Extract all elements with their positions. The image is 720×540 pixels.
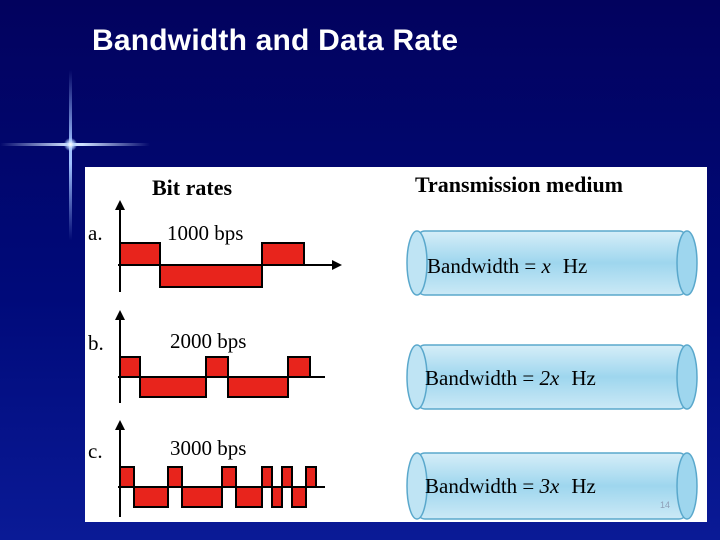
pipe-c [406,452,698,520]
row-c-rate: 3000 bps [170,436,246,460]
bit-b-5 [288,357,310,377]
bandwidth-figure: Bit rates Transmission medium a. 1000 bp… [88,172,698,520]
bandwidth-b-text: Bandwidth = 2x Hz [425,366,596,390]
bandwidth-b-prefix: Bandwidth = [425,366,540,390]
bit-c-5 [222,467,236,487]
row-a-rate: 1000 bps [167,221,243,245]
bit-b-1 [120,357,140,377]
row-b-signal [115,310,325,403]
bandwidth-a-prefix: Bandwidth = [427,254,542,278]
row-c-label: c. [88,439,103,463]
figure-panel: Bit rates Transmission medium a. 1000 bp… [85,167,707,522]
pipe-a [406,230,698,296]
bandwidth-b-value: 2x [540,366,561,390]
bandwidth-c-unit: Hz [571,474,596,498]
row-b-label: b. [88,331,104,355]
row-a-signal [115,200,342,292]
bit-c-1 [120,467,134,487]
signal-c-outline [119,466,317,508]
bit-b-2 [140,377,206,397]
sparkle-star-icon [64,138,77,151]
bit-c-2 [134,487,168,507]
bit-rates-header: Bit rates [152,175,232,200]
bandwidth-a-unit: Hz [563,254,588,278]
transmission-medium-header: Transmission medium [415,172,623,197]
row-c-signal [115,420,325,517]
bandwidth-a-value: x [541,254,552,278]
bit-c-3 [168,467,182,487]
signal-b-outline [119,356,311,398]
bit-a-1 [120,243,160,265]
pipe-b [406,344,698,410]
bit-c-11 [306,467,316,487]
bit-a-2 [160,265,262,287]
bandwidth-c-prefix: Bandwidth = [425,474,540,498]
bit-c-7 [262,467,272,487]
slide-title: Bandwidth and Data Rate [92,24,459,57]
bandwidth-b-unit: Hz [571,366,596,390]
bit-c-6 [236,487,262,507]
bit-c-10 [292,487,306,507]
bit-b-4 [228,377,288,397]
bandwidth-c-value: 3x [539,474,561,498]
bit-b-3 [206,357,228,377]
sparkle-decoration-vertical [69,70,72,240]
bandwidth-a-text: Bandwidth = x Hz [427,254,587,278]
row-a-label: a. [88,221,103,245]
bit-c-8 [272,487,282,507]
bit-a-3 [262,243,304,265]
row-b-rate: 2000 bps [170,329,246,353]
bandwidth-c-text: Bandwidth = 3x Hz [425,474,596,498]
bit-c-4 [182,487,222,507]
page-number: 14 [660,500,671,510]
bit-c-9 [282,467,292,487]
signal-a-outline [119,242,305,288]
